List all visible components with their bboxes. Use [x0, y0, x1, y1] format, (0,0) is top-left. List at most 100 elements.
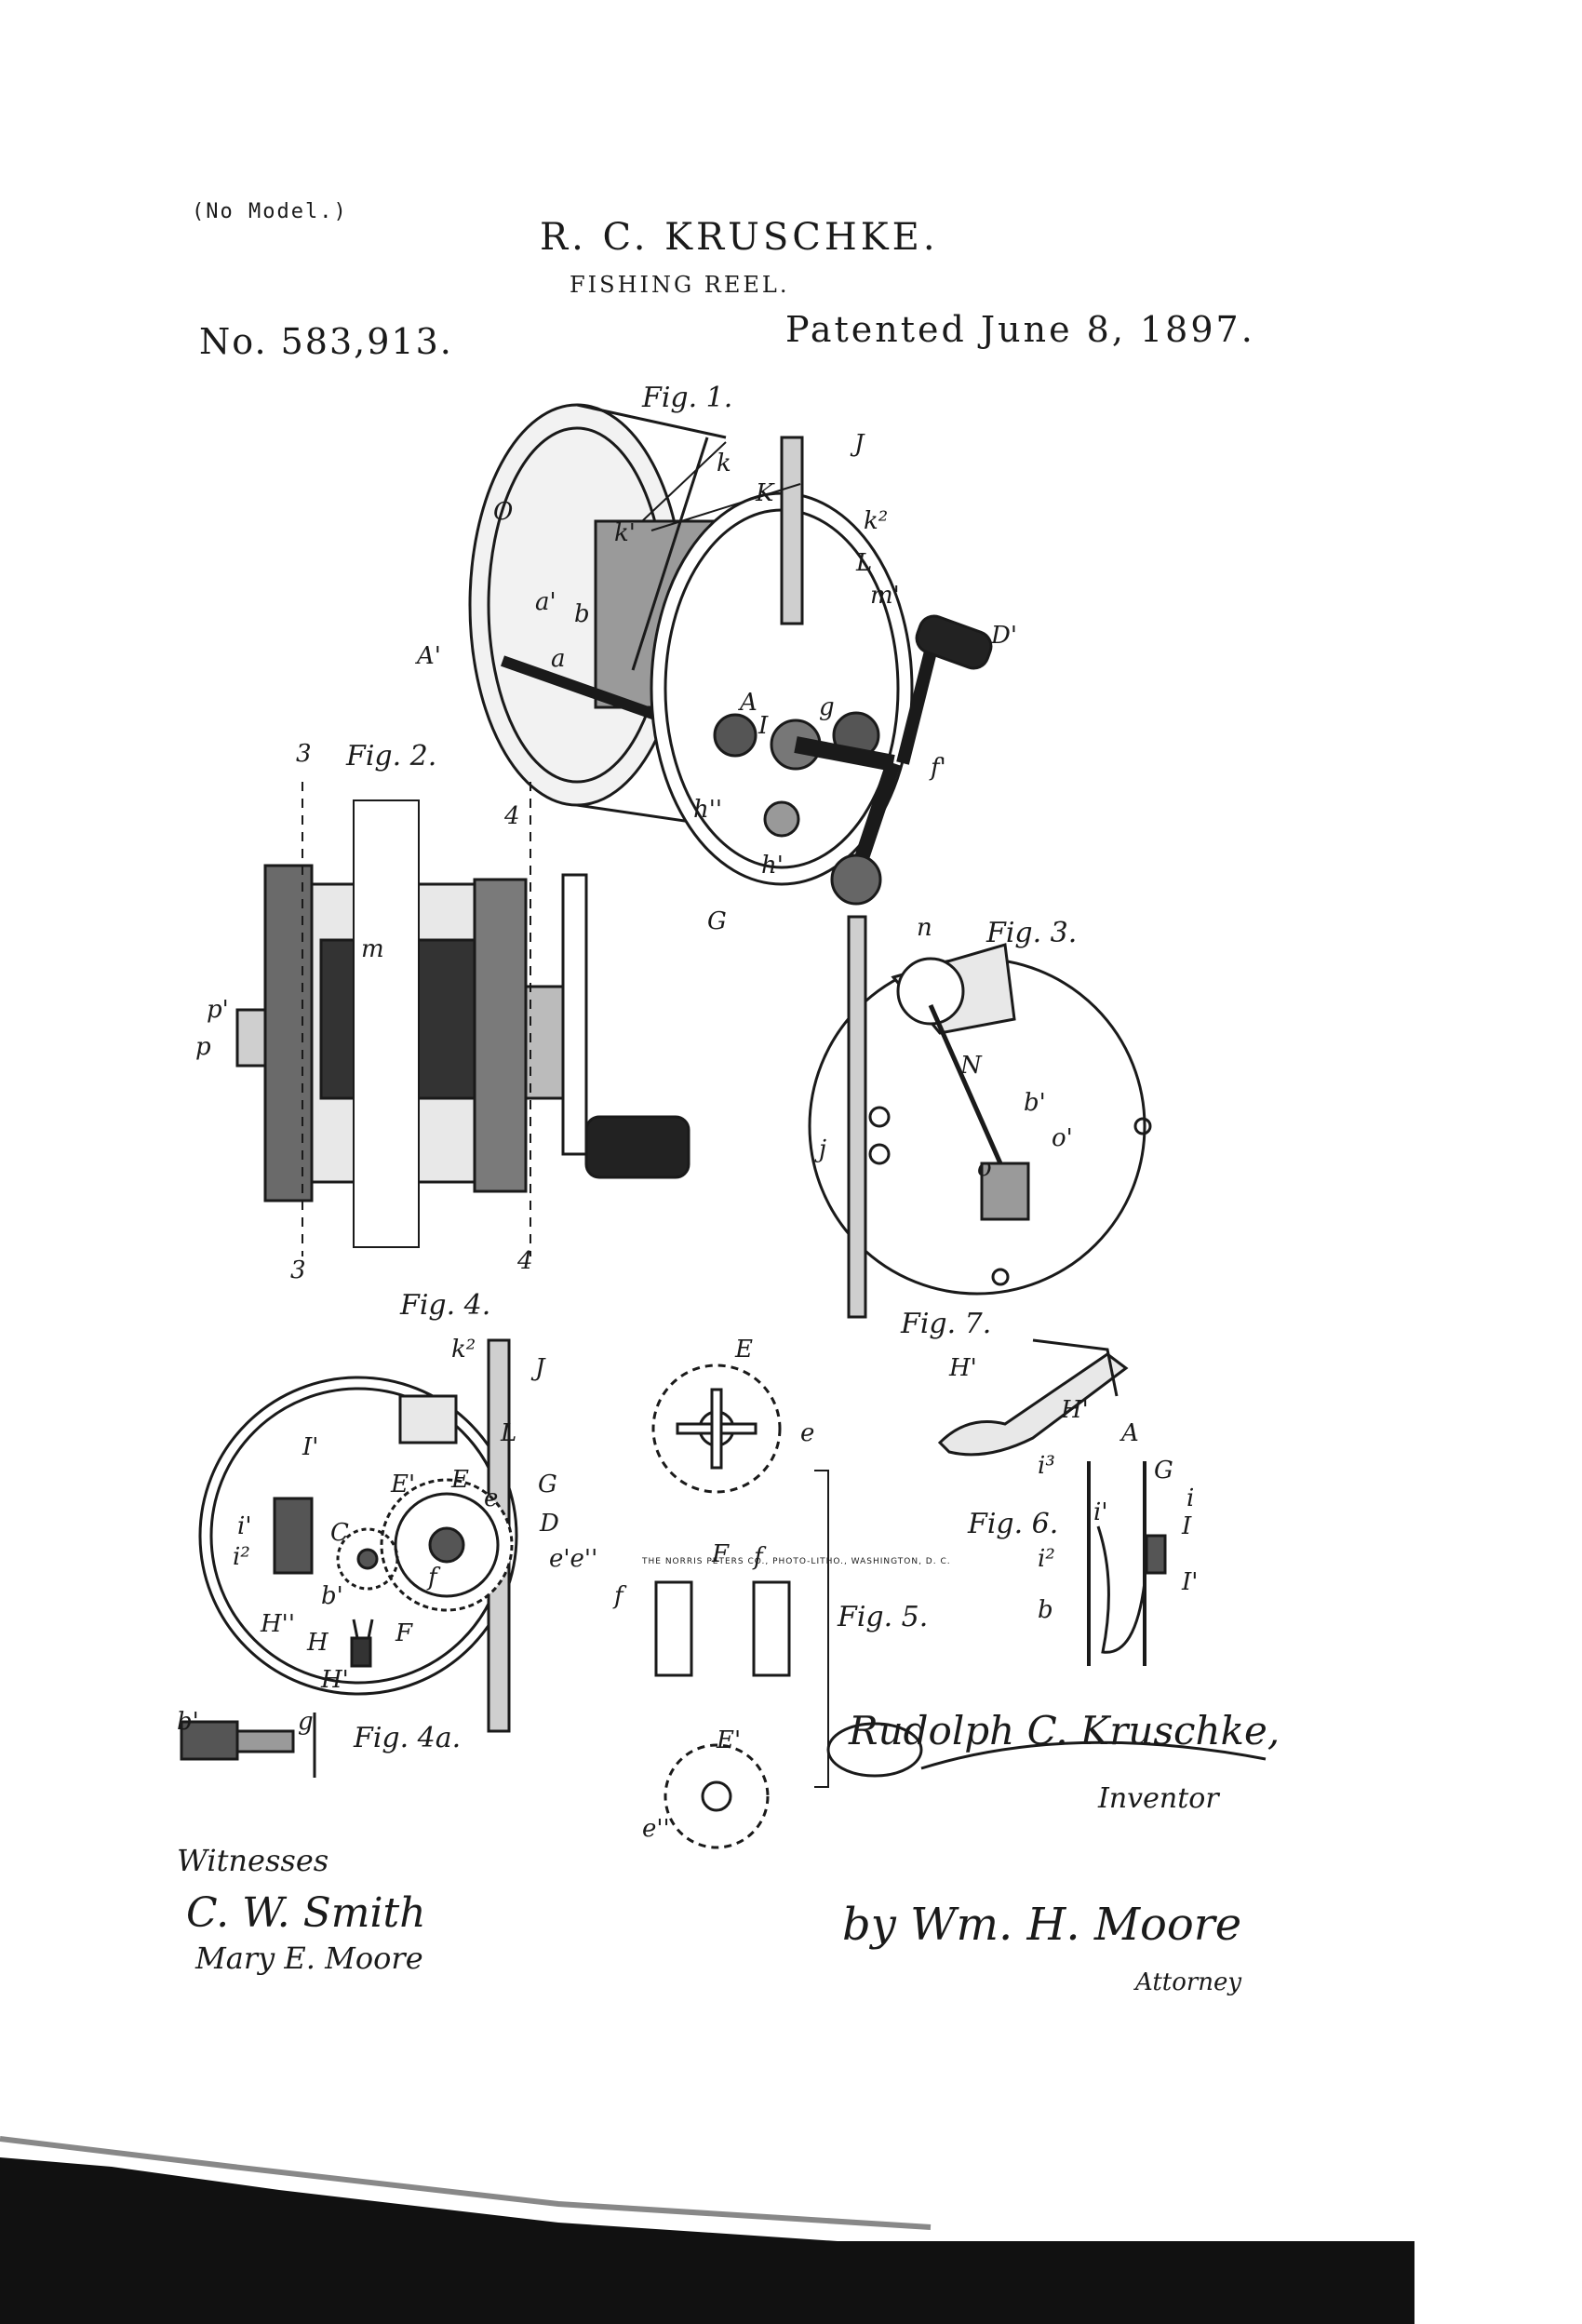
inventor-caption: Inventor — [1098, 1782, 1219, 1815]
ref-label: E' — [717, 1726, 742, 1754]
patent-title: FISHING REEL. — [570, 272, 790, 298]
inventor-heading: R. C. KRUSCHKE. — [540, 216, 939, 259]
ref-label: g — [819, 693, 835, 721]
ref-label: f' — [931, 754, 946, 782]
fig4a-caption: Fig. 4a. — [354, 1722, 462, 1754]
ref-label: I — [758, 712, 769, 740]
patent-date: Patented June 8, 1897. — [785, 309, 1255, 350]
ref-label: k' — [614, 519, 636, 547]
ref-label: g — [298, 1708, 314, 1736]
ref-label: e — [484, 1484, 499, 1512]
fig4-drawing — [198, 1338, 518, 1733]
fig6-caption: Fig. 6. — [968, 1508, 1059, 1540]
ref-label: 4 — [517, 1247, 533, 1275]
ref-label: f — [614, 1582, 623, 1610]
ref-label: i² — [233, 1543, 250, 1571]
fig3-caption: Fig. 3. — [986, 917, 1078, 949]
ref-label: i' — [237, 1512, 252, 1540]
ref-label: b' — [177, 1708, 199, 1736]
ref-label: o — [977, 1154, 992, 1182]
ref-label: k — [717, 450, 731, 477]
ref-label: 3 — [296, 740, 312, 768]
ref-label: m' — [870, 582, 900, 610]
patent-number: No. 583,913. — [199, 321, 453, 362]
ref-label: G — [538, 1471, 557, 1498]
ref-label: A — [1121, 1419, 1139, 1447]
ref-label: f — [428, 1564, 437, 1592]
fig1-drawing — [468, 403, 993, 906]
ref-label: m — [361, 935, 384, 963]
ref-label: p' — [207, 996, 229, 1024]
ref-label: I' — [302, 1433, 319, 1461]
ref-label: j — [819, 1135, 827, 1163]
ref-label: F — [712, 1540, 730, 1568]
ref-label: E' — [391, 1471, 416, 1498]
fig2-caption: Fig. 2. — [346, 740, 437, 772]
ref-label: G — [707, 907, 727, 935]
ref-label: b' — [1024, 1089, 1046, 1117]
ref-label: C — [330, 1519, 349, 1547]
ref-label: k² — [451, 1336, 476, 1364]
ref-label: H'' — [261, 1610, 295, 1638]
ref-label: J — [854, 430, 865, 458]
ref-label: o' — [1052, 1124, 1073, 1152]
ref-label: D — [540, 1510, 559, 1538]
witness-signature-2: Mary E. Moore — [195, 1941, 423, 1976]
ref-label: h'' — [693, 796, 723, 824]
ref-label: I — [1182, 1512, 1192, 1540]
ref-label: f — [754, 1543, 763, 1571]
fig5-caption: Fig. 5. — [838, 1601, 929, 1633]
ref-label: K — [756, 479, 774, 507]
ref-label: A — [740, 689, 757, 717]
ref-label: H — [307, 1629, 328, 1657]
fig3-drawing — [808, 915, 1152, 1319]
ref-label: I' — [1182, 1568, 1199, 1596]
ref-label: a' — [535, 588, 556, 616]
scan-edge-shadow — [0, 2136, 1414, 2324]
ref-label: k² — [864, 507, 889, 535]
attorney-signature: by Wm. H. Moore — [842, 1899, 1242, 1951]
witnesses-caption: Witnesses — [177, 1843, 329, 1878]
ref-label: L — [501, 1419, 517, 1447]
ref-label: i² — [1038, 1545, 1055, 1573]
ref-label: F — [396, 1619, 413, 1647]
ref-label: O — [493, 498, 514, 526]
fig2-drawing — [235, 782, 690, 1256]
ref-label: n — [917, 914, 932, 942]
ref-label: b — [574, 600, 590, 628]
ref-label: H' — [321, 1666, 349, 1694]
ref-label: G — [1154, 1457, 1173, 1484]
ref-label: A' — [417, 642, 441, 670]
attorney-flourish — [826, 1722, 1267, 1778]
ref-label: D' — [991, 622, 1017, 650]
ref-label: 3 — [290, 1256, 306, 1284]
ref-label: b' — [321, 1582, 343, 1610]
ref-label: i — [1186, 1484, 1195, 1512]
fig5-drawing — [651, 1364, 829, 1849]
attorney-caption: Attorney — [1135, 1968, 1242, 1996]
ref-label: a — [551, 645, 566, 673]
fig7-caption: Fig. 7. — [901, 1308, 992, 1340]
ref-label: e — [800, 1419, 815, 1447]
inventor-signature: Rudolph C. Kruschke, — [849, 1708, 1280, 1753]
ref-label: E — [735, 1336, 753, 1364]
fig6-drawing — [1087, 1461, 1167, 1666]
fig4a-drawing — [180, 1713, 316, 1778]
ref-label: e'' — [642, 1815, 670, 1843]
ref-label: E — [451, 1466, 469, 1494]
ref-label: h' — [761, 852, 784, 880]
ref-label: H' — [949, 1354, 977, 1382]
ref-label: H' — [1061, 1396, 1089, 1424]
no-model-note: (No Model.) — [192, 200, 348, 223]
fig1-caption: Fig. 1. — [642, 382, 733, 414]
ref-label: p — [195, 1033, 211, 1061]
ref-label: J — [535, 1354, 545, 1382]
ref-label: N — [960, 1052, 982, 1080]
ref-label: b — [1038, 1596, 1053, 1624]
ref-label: i' — [1093, 1498, 1108, 1526]
printer-imprint: THE NORRIS PETERS CO., PHOTO-LITHO., WAS… — [642, 1557, 951, 1566]
witness-signature-1: C. W. Smith — [186, 1889, 426, 1937]
ref-label: i³ — [1038, 1452, 1055, 1480]
